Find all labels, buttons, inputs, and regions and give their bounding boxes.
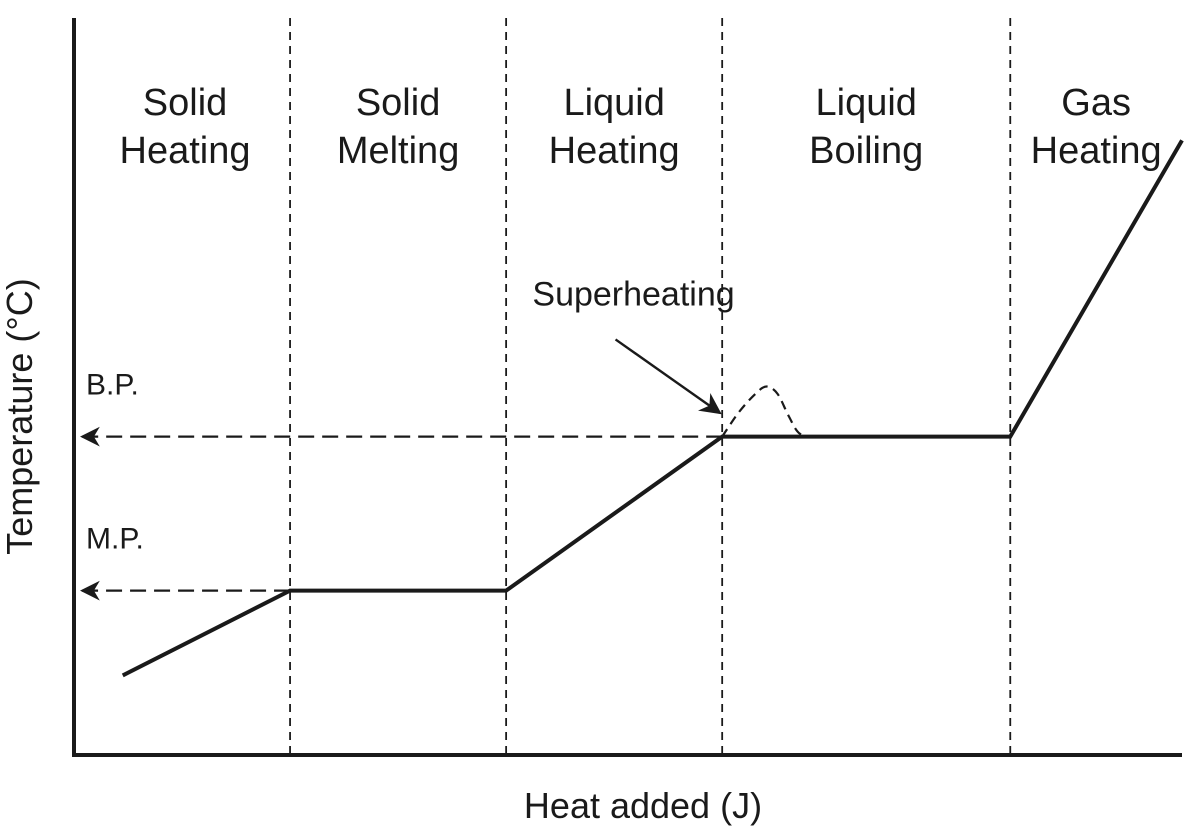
region-dividers: [289, 18, 1012, 755]
heating-curve-lines: [121, 139, 1184, 678]
region-label: Melting: [337, 130, 460, 172]
region-label: Heating: [1031, 130, 1162, 172]
region-label: Boiling: [809, 130, 923, 172]
annotations: Superheating: [532, 275, 735, 415]
y-axis-label: Temperature (°C): [0, 278, 40, 554]
reference-level-label: M.P.: [86, 523, 144, 556]
reference-level-label: B.P.: [86, 369, 139, 402]
superheating-curve: [721, 385, 817, 438]
reference-levels: B.P. M.P.: [80, 369, 723, 601]
x-axis-label: Heat added (J): [524, 785, 762, 826]
heating-curve: [121, 139, 1184, 678]
region-label: Liquid: [563, 82, 664, 124]
region-label: Solid: [356, 82, 441, 124]
axes: [72, 18, 1182, 757]
region-label: Liquid: [816, 82, 917, 124]
region-label: Gas: [1061, 82, 1131, 124]
region-label: Heating: [120, 130, 251, 172]
superheating-arrow: [614, 338, 722, 415]
region-label: Heating: [549, 130, 680, 172]
region-label: Solid: [143, 82, 228, 124]
superheating-annotation: Superheating: [532, 275, 734, 313]
